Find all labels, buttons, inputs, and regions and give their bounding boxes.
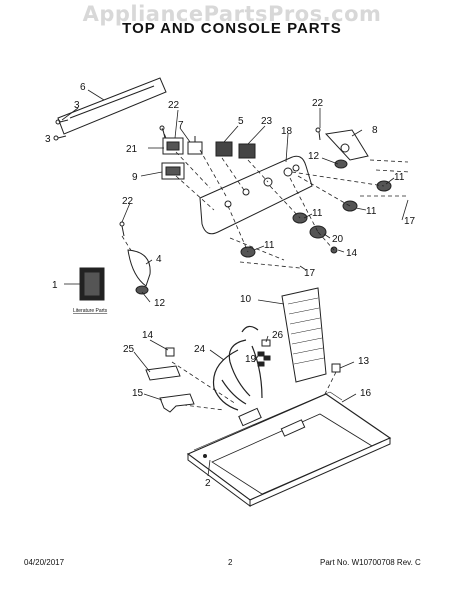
callout-14a: 14 bbox=[346, 248, 358, 259]
part-wire-harness-24 bbox=[212, 325, 263, 411]
part-screw-22b bbox=[315, 127, 321, 141]
callout-23: 23 bbox=[261, 116, 273, 127]
footer-part-number: Part No. W10700708 Rev. C bbox=[320, 558, 421, 567]
part-13 bbox=[331, 363, 341, 373]
part-26 bbox=[261, 339, 271, 347]
callout-25: 25 bbox=[123, 344, 135, 355]
callout-3b: 3 bbox=[45, 134, 51, 145]
callout-12b: 12 bbox=[154, 298, 166, 309]
part-literature-1 bbox=[79, 267, 105, 301]
callout-26: 26 bbox=[272, 330, 284, 341]
callout-22b: 22 bbox=[312, 98, 324, 109]
callout-labels: 6 3 3 22 7 5 23 18 22 8 21 9 12 11 11 11… bbox=[45, 82, 416, 489]
page-title: TOP AND CONSOLE PARTS bbox=[122, 20, 342, 37]
part-14b bbox=[165, 347, 175, 357]
callout-19: 19 bbox=[245, 354, 257, 365]
callout-7: 7 bbox=[178, 120, 184, 131]
part-knob-11b bbox=[342, 200, 358, 212]
callout-11d: 11 bbox=[264, 240, 275, 251]
part-console-back-panel bbox=[57, 77, 167, 135]
part-bracket-15 bbox=[159, 393, 195, 413]
part-top-panel-16 bbox=[186, 391, 392, 507]
part-bracket-4 bbox=[127, 249, 151, 287]
callout-22c: 22 bbox=[122, 196, 134, 207]
callout-9: 9 bbox=[132, 172, 138, 183]
part-switch-23 bbox=[238, 143, 256, 159]
part-lint-housing-10 bbox=[281, 287, 327, 383]
callout-11c: 11 bbox=[312, 208, 323, 219]
callout-14b: 14 bbox=[142, 330, 154, 341]
callout-3a: 3 bbox=[74, 100, 80, 111]
part-bracket-8 bbox=[324, 129, 369, 161]
callout-4: 4 bbox=[156, 254, 162, 265]
callout-15: 15 bbox=[132, 388, 144, 399]
part-switch-21 bbox=[162, 137, 184, 155]
part-screw-22a bbox=[159, 125, 166, 139]
callout-5: 5 bbox=[238, 116, 244, 127]
part-screw-3b bbox=[53, 135, 67, 141]
callout-20: 20 bbox=[332, 234, 344, 245]
callout-11b: 11 bbox=[366, 206, 377, 217]
part-clip-12b bbox=[135, 285, 149, 295]
callout-1: 1 bbox=[52, 280, 58, 291]
callout-8: 8 bbox=[372, 125, 378, 136]
part-connectors-19 bbox=[257, 351, 271, 367]
part-switch-5 bbox=[215, 141, 233, 157]
part-console-18 bbox=[199, 155, 313, 235]
part-bracket-25 bbox=[145, 365, 181, 381]
callout-22a: 22 bbox=[168, 100, 180, 111]
part-timer-9 bbox=[161, 162, 185, 180]
callout-11a: 11 bbox=[394, 172, 405, 183]
watermark: AppliancePartsPros.com bbox=[82, 2, 382, 26]
part-clip-12a bbox=[334, 159, 348, 169]
callout-16: 16 bbox=[360, 388, 372, 399]
callout-21: 21 bbox=[126, 144, 138, 155]
footer-page-number: 2 bbox=[228, 558, 233, 567]
callout-6: 6 bbox=[80, 82, 86, 93]
part-screw-3a bbox=[55, 119, 69, 125]
callout-12a: 12 bbox=[308, 151, 320, 162]
callout-24: 24 bbox=[194, 344, 206, 355]
callout-17a: 17 bbox=[404, 216, 416, 227]
callout-10: 10 bbox=[240, 294, 252, 305]
callout-17b: 17 bbox=[304, 268, 316, 279]
footer-date: 04/20/2017 bbox=[24, 558, 65, 567]
callout-2: 2 bbox=[205, 478, 211, 489]
callout-18: 18 bbox=[281, 126, 293, 137]
part-7 bbox=[187, 136, 203, 155]
part-screw-22c bbox=[119, 221, 125, 237]
literature-parts-label: Literature Parts bbox=[73, 308, 108, 314]
callout-13: 13 bbox=[358, 356, 370, 367]
